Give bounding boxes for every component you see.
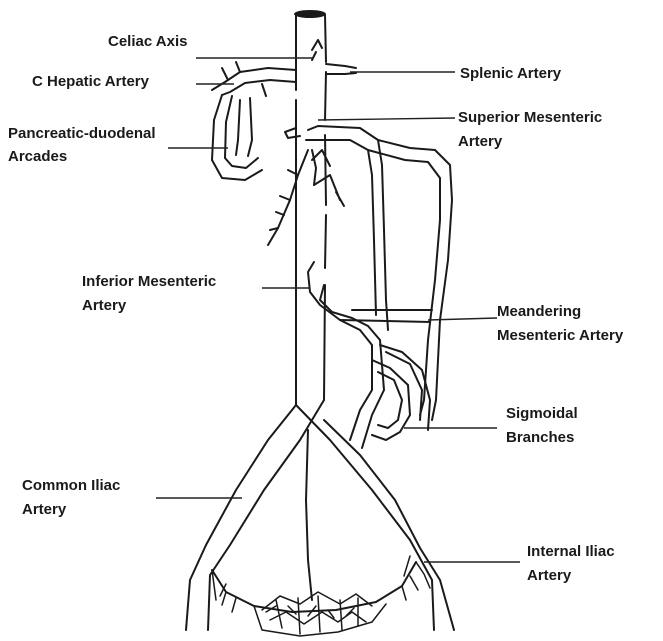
meandering-mesenteric-artery xyxy=(368,140,452,420)
pancreatic-duodenal-arcades xyxy=(212,95,262,180)
sigmoidal-branches-label-line1: Sigmoidal xyxy=(506,404,578,424)
pancreatic-duodenal-arcades-label-line1: Pancreatic-duodenal xyxy=(8,124,156,144)
meandering-mesenteric-artery-label-line2: Mesenteric Artery xyxy=(497,326,623,346)
common-iliac-artery-label-line2: Artery xyxy=(22,500,66,520)
inferior-mesenteric-artery xyxy=(308,262,432,448)
inferior-mesenteric-artery-label-line2: Artery xyxy=(82,296,126,316)
sigmoidal-branches-label-line2: Branches xyxy=(506,428,574,448)
internal-iliac-artery-label-line2: Artery xyxy=(527,566,571,586)
internal-iliac-artery-label-line1: Internal Iliac xyxy=(527,542,615,562)
celiac-axis-label: Celiac Axis xyxy=(108,32,188,52)
common-iliac-arteries xyxy=(186,400,454,630)
common-iliac-artery-label-line1: Common Iliac xyxy=(22,476,120,496)
pelvic-arterial-network xyxy=(212,556,430,636)
pancreatic-duodenal-arcades-label-line2: Arcades xyxy=(8,147,67,167)
aorta xyxy=(294,10,326,405)
inferior-mesenteric-artery-label-line1: Inferior Mesenteric xyxy=(82,272,216,292)
superior-mesenteric-artery xyxy=(268,126,388,330)
superior-mesenteric-artery-label-line2: Artery xyxy=(458,132,502,152)
superior-mesenteric-artery-label-line1: Superior Mesenteric xyxy=(458,108,602,128)
splenic-artery-label: Splenic Artery xyxy=(460,64,561,84)
celiac-axis-branches xyxy=(212,40,356,96)
c-hepatic-artery-label: C Hepatic Artery xyxy=(32,72,149,92)
meandering-mesenteric-artery-label-line1: Meandering xyxy=(497,302,581,322)
